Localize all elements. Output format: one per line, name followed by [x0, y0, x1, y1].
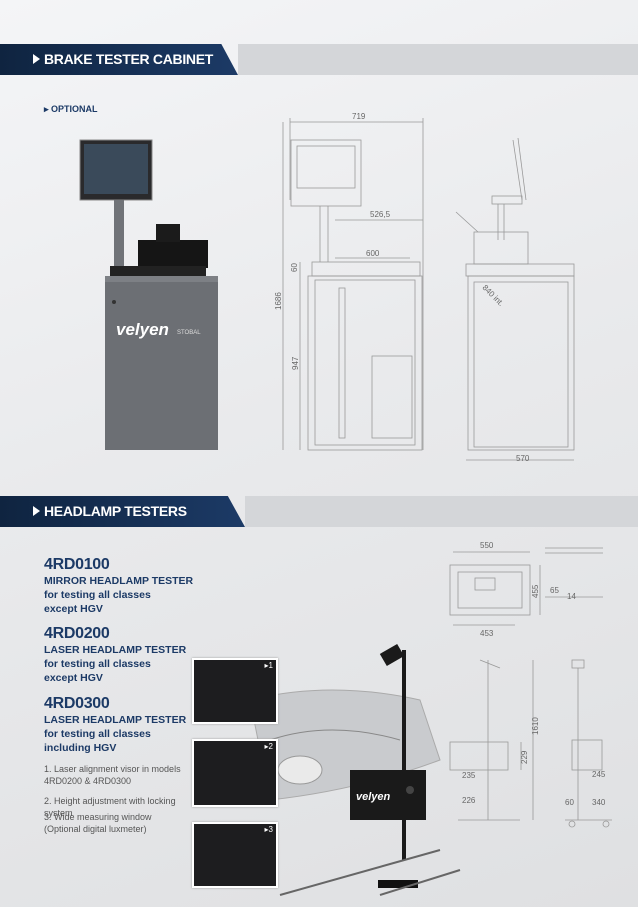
product-line1: for testing all classes [44, 589, 151, 601]
product-name: MIRROR HEADLAMP TESTER [44, 575, 194, 587]
product-4rd0200: 4RD0200 LASER HEADLAMP TESTER for testin… [44, 625, 186, 685]
product-line2: except HGV [44, 672, 103, 684]
dim-width: 719 [352, 112, 366, 121]
dim-window: 229 [520, 750, 529, 764]
dim-base-width: 453 [480, 629, 494, 638]
product-4rd0100: 4RD0100 MIRROR HEADLAMP TESTER for testi… [44, 556, 193, 616]
dim-lower: 235 [462, 771, 476, 780]
product-name: LASER HEADLAMP TESTER [44, 714, 187, 726]
optional-label: OPTIONAL [44, 104, 98, 115]
photo-number: 3 [265, 825, 273, 834]
photo-number: 2 [265, 742, 273, 751]
product-line2: including HGV [44, 742, 117, 754]
cabinet-illustration: velyen STOBAL [79, 139, 218, 450]
dim-desk-h: 60 [290, 263, 299, 272]
photo-number: 1 [265, 661, 273, 670]
note-3: 3. Wide measuring window (Optional digit… [44, 812, 152, 834]
dim-height: 1686 [274, 292, 283, 310]
product-name: LASER HEADLAMP TESTER [44, 644, 187, 656]
product-line2: except HGV [44, 603, 103, 615]
dim-side-b: 14 [567, 592, 576, 601]
dim-monitor-offset: 526,5 [370, 210, 391, 219]
dim-top-width: 550 [480, 541, 494, 550]
dim-height: 1610 [531, 717, 540, 735]
product-code: 4RD0100 [44, 556, 110, 573]
detail-photo-1: 1 [192, 658, 278, 724]
arrow-icon [33, 506, 40, 516]
section-title: BRAKE TESTER CABINET [44, 51, 214, 67]
arrow-icon [33, 54, 40, 64]
section-title: HEADLAMP TESTERS [44, 503, 187, 519]
note-2: 2. Height adjustment with locking system [44, 796, 176, 818]
product-line1: for testing all classes [44, 728, 151, 740]
product-4rd0300: 4RD0300 LASER HEADLAMP TESTER for testin… [44, 695, 186, 755]
detail-photo-2: 2 [192, 739, 278, 807]
dim-top-depth: 455 [531, 584, 540, 598]
cabinet-brand: velyen [116, 320, 169, 339]
product-code: 4RD0300 [44, 695, 110, 712]
dim-side-c: 245 [592, 770, 606, 779]
dim-desk: 600 [366, 249, 380, 258]
detail-photo-3: 3 [192, 822, 278, 888]
dim-side-width: 570 [516, 454, 530, 463]
note-1: 1. Laser alignment visor in models 4RD02… [44, 764, 181, 786]
product-line1: for testing all classes [44, 658, 151, 670]
cabinet-subbrand: STOBAL [177, 330, 201, 336]
dim-body-h: 947 [291, 356, 300, 370]
dim-side-a: 65 [550, 586, 559, 595]
dim-base-a: 226 [462, 796, 476, 805]
product-code: 4RD0200 [44, 625, 110, 642]
section-header-headlamp: HEADLAMP TESTERS [0, 496, 638, 527]
section-header-brake-cabinet: BRAKE TESTER CABINET [0, 44, 638, 75]
tester-brand: velyen [356, 791, 391, 803]
dim-side-d: 60 [565, 798, 574, 807]
dim-side-e: 340 [592, 798, 606, 807]
